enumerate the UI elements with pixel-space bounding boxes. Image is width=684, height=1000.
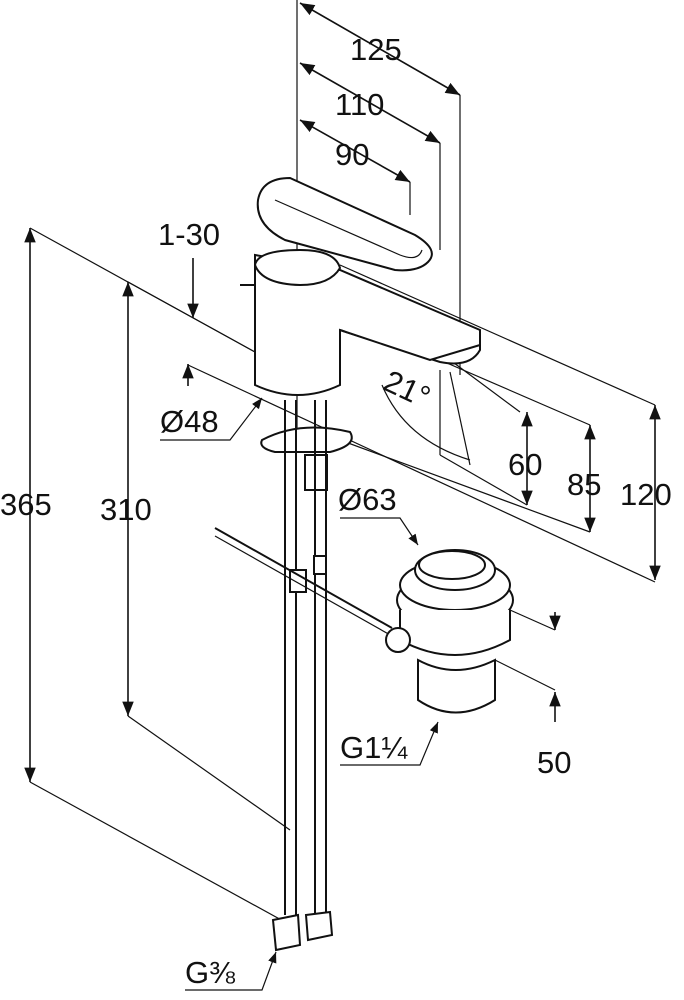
dim-flow: 1-30 — [158, 217, 220, 252]
right-dimension-lines — [339, 359, 661, 580]
dim-90: 90 — [335, 137, 369, 172]
dim-125: 125 — [350, 32, 402, 67]
faucet-body — [240, 176, 481, 491]
dim-120: 120 — [620, 477, 672, 512]
dim-drain-diameter: Ø63 — [338, 482, 397, 517]
dim-50: 50 — [537, 745, 571, 780]
leader-lines — [160, 397, 439, 991]
dim-60: 60 — [508, 447, 542, 482]
dim-hose-thread: G⅜ — [185, 955, 235, 990]
dim-spout-angle: 21° — [378, 363, 435, 415]
drain-valve — [385, 549, 561, 722]
dim-body-diameter: Ø48 — [160, 404, 219, 439]
dim-total-height: 365 — [0, 487, 52, 522]
dim-110: 110 — [335, 87, 384, 122]
left-dimension-lines — [24, 227, 656, 923]
dim-hose-height: 310 — [100, 492, 152, 527]
pull-rod — [214, 527, 393, 637]
dim-85: 85 — [567, 467, 601, 502]
hoses — [271, 400, 334, 952]
dim-drain-thread: G1¼ — [340, 730, 408, 765]
